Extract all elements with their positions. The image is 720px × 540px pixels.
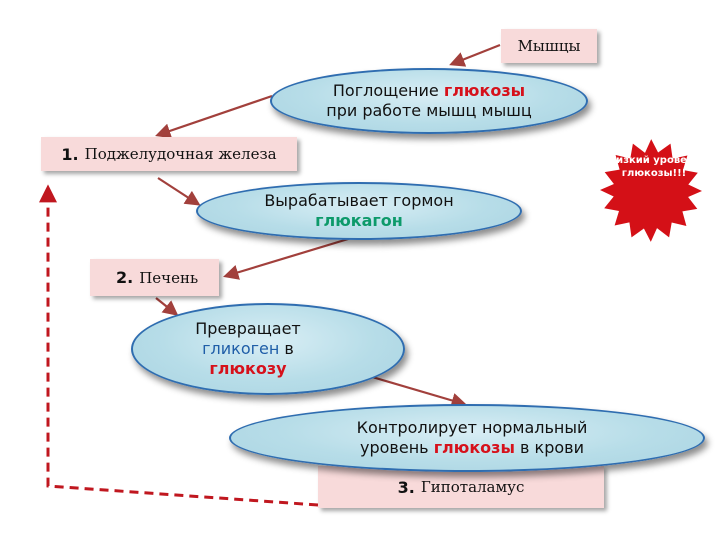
feedback-arrow [39,184,319,507]
box-pancreas-label: Поджелудочная железа [84,145,277,163]
box-liver-number: 2. [116,268,134,287]
arrow-muscles-to-uptake [449,43,501,67]
box-hypothalamus: 3. Гипоталамус [318,466,604,508]
control-text-1: Контролирует нормальный уровень [356,418,588,457]
ellipse-hormone: Вырабатывает гормон глюкагон [196,182,522,240]
warning-star-shape [600,139,702,242]
ellipse-control: Контролирует нормальный уровень глюкозы … [229,404,705,472]
box-hypothalamus-number: 3. [397,477,415,497]
arrow-hormone-to-liver [223,234,359,280]
box-liver-label: Печень [139,268,199,287]
ellipse-glucose-uptake: Поглощение глюкозы при работе мышц мышц [270,68,588,134]
control-text-2: в крови [514,438,584,457]
convert-keyword-1: гликоген [202,339,280,358]
arrow-uptake-to-pancreas [155,94,273,139]
ellipse-conversion-text: Превращает гликоген в глюкозу [173,319,363,379]
ellipse-hormone-text: Вырабатывает гормон глюкагон [239,191,479,231]
box-muscles-label: Мышцы [517,37,581,55]
box-liver: 2. Печень [90,259,219,296]
box-pancreas: 1. Поджелудочная железа [41,137,297,171]
uptake-text-2: при работе мышц мышц [326,101,532,120]
convert-text-1: Превращает [195,319,301,338]
box-hypothalamus-label: Гипоталамус [420,478,525,496]
warning-star-text: Низкий уровень глюкозы!!! [607,155,701,179]
uptake-keyword: глюкозы [443,81,526,100]
convert-keyword-2: глюкозу [209,359,287,378]
ellipse-conversion: Превращает гликоген в глюкозу [131,303,405,395]
convert-text-2: в [279,339,294,358]
arrow-pancreas-to-hormone [157,177,201,206]
ellipse-control-text: Контролирует нормальный уровень глюкозы … [327,418,607,458]
hormone-text-1: Вырабатывает гормон [264,191,454,210]
control-keyword: глюкозы [433,438,515,457]
box-muscles: Мышцы [501,29,597,63]
arrow-liver-to-convert [155,297,179,316]
arrow-convert-to-control [361,372,467,408]
uptake-text-1: Поглощение [332,81,444,100]
box-pancreas-number: 1. [61,144,79,164]
ellipse-glucose-uptake-text: Поглощение глюкозы при работе мышц мышц [319,70,539,121]
hormone-keyword: глюкагон [315,211,403,230]
